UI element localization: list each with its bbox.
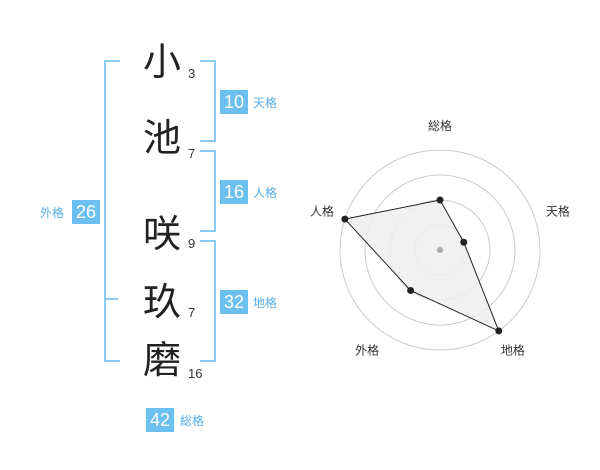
radar-axis-label-2: 天格 — [546, 204, 570, 219]
stroke-count-2: 7 — [188, 146, 196, 161]
radar-center-dot — [437, 247, 443, 253]
chikaku-bracket — [200, 240, 216, 362]
gaikaku-score: 26 — [72, 200, 100, 224]
jinkaku-label: 人格 — [253, 186, 278, 200]
chikaku-label: 地格 — [253, 296, 278, 310]
soukaku-label: 総格 — [180, 414, 205, 428]
chikaku-score: 32 — [220, 290, 248, 314]
radar-point-2 — [460, 238, 468, 246]
name-char-5: 磨 — [142, 338, 181, 382]
tenkaku-score: 10 — [220, 90, 248, 114]
tenkaku-label: 天格 — [253, 96, 278, 110]
jinkaku-bracket — [200, 150, 216, 232]
name-char-4: 玖 — [142, 280, 181, 324]
name-char-1: 小 — [142, 40, 181, 84]
radar-axis-label-5: 人格 — [310, 204, 334, 219]
stroke-count-1: 3 — [188, 66, 196, 81]
soukaku-score: 42 — [146, 408, 174, 432]
gaikaku-bracket — [104, 60, 120, 362]
radar-point-4 — [407, 286, 415, 294]
gaikaku-label: 外格 — [40, 206, 65, 220]
gaikaku-bracket-divider — [104, 298, 118, 300]
tenkaku-bracket — [200, 60, 216, 142]
radar-point-1 — [436, 196, 444, 204]
stroke-count-5: 16 — [188, 366, 203, 381]
radar-ring-3 — [364, 174, 516, 326]
stroke-count-3: 9 — [188, 236, 196, 251]
name-char-3: 咲 — [142, 212, 181, 256]
radar-point-5 — [341, 215, 349, 223]
jinkaku-score: 16 — [220, 180, 248, 204]
radar-axis-label-1: 総格 — [428, 118, 452, 133]
name-char-2: 池 — [142, 116, 181, 160]
radar-point-3 — [495, 327, 503, 335]
stroke-count-4: 7 — [188, 305, 196, 320]
radar-area — [343, 199, 500, 332]
radar-axis-label-4: 外格 — [355, 342, 379, 357]
radar-ring-4 — [339, 149, 541, 351]
radar-axis-label-3: 地格 — [501, 342, 525, 357]
